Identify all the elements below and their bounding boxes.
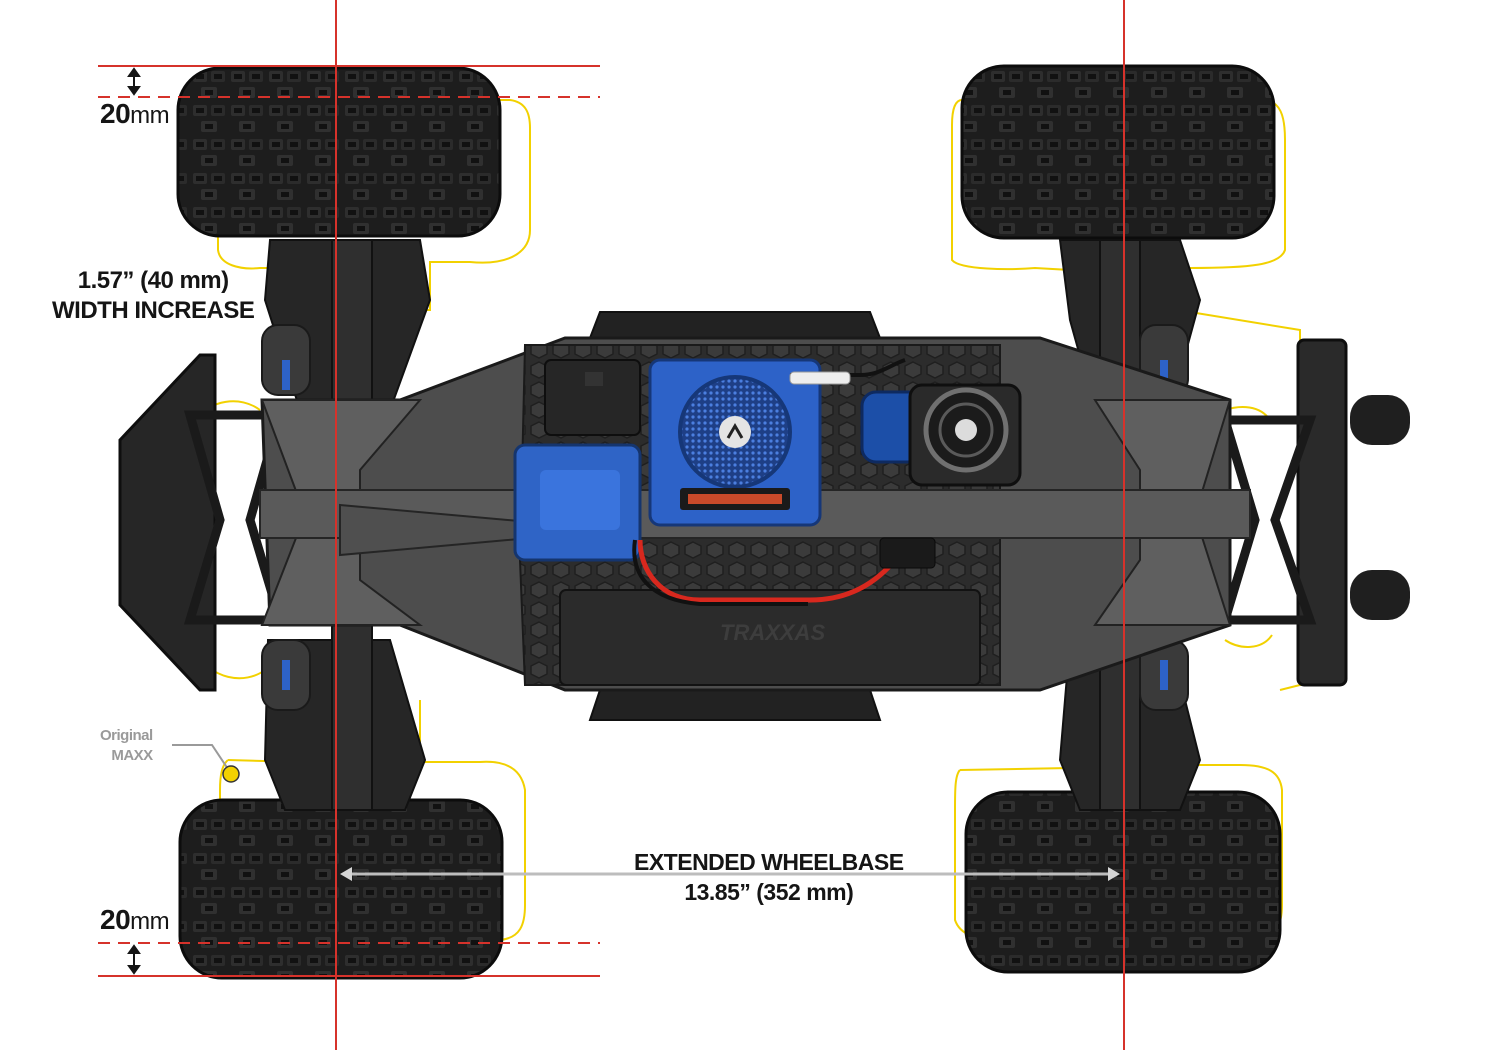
bottom-offset-value: 20 [100, 904, 131, 935]
bottom-offset-unit: mm [130, 908, 170, 935]
motor-unit [860, 383, 1022, 487]
width-increase-measure: 1.57” (40 mm) [77, 267, 229, 294]
front-right-tire [960, 64, 1276, 240]
wheelbase-label: EXTENDED WHEELBASE 13.85” (352 mm) [634, 848, 904, 908]
top-offset-unit: mm [130, 102, 170, 129]
steering-servo [513, 443, 642, 562]
wiring [632, 358, 936, 606]
receiver-box [544, 359, 641, 436]
wheelbase-arrow-icon [340, 867, 1120, 881]
front-left-tire [176, 66, 502, 238]
original-maxx-label: Original MAXX [100, 726, 153, 765]
wheelbase-caption: EXTENDED WHEELBASE [634, 849, 904, 875]
yellow-dot-icon [222, 765, 240, 783]
bottom-dimension-arrow-icon [127, 944, 141, 975]
top-dimension-arrow-icon [127, 67, 141, 96]
shocks [261, 324, 1189, 711]
original-marker [172, 744, 240, 783]
original-label-line1: Original [100, 727, 153, 744]
rear-left-tire [178, 798, 504, 980]
guide-lines [98, 0, 1125, 1050]
original-label-line2: MAXX [111, 746, 153, 764]
right-bumper [1218, 338, 1410, 687]
esc-unit [648, 358, 822, 527]
top-offset-value: 20 [100, 98, 131, 129]
bottom-offset-label: 20mm [100, 904, 170, 935]
wheelbase-measure: 13.85” (352 mm) [684, 878, 854, 905]
width-increase-caption: WIDTH INCREASE [52, 297, 255, 324]
top-offset-label: 20mm [100, 98, 170, 129]
left-bumper [118, 353, 287, 692]
width-increase-label: 1.57” (40 mm) WIDTH INCREASE [52, 266, 255, 326]
svg-text:TRAXXAS: TRAXXAS [720, 620, 825, 645]
